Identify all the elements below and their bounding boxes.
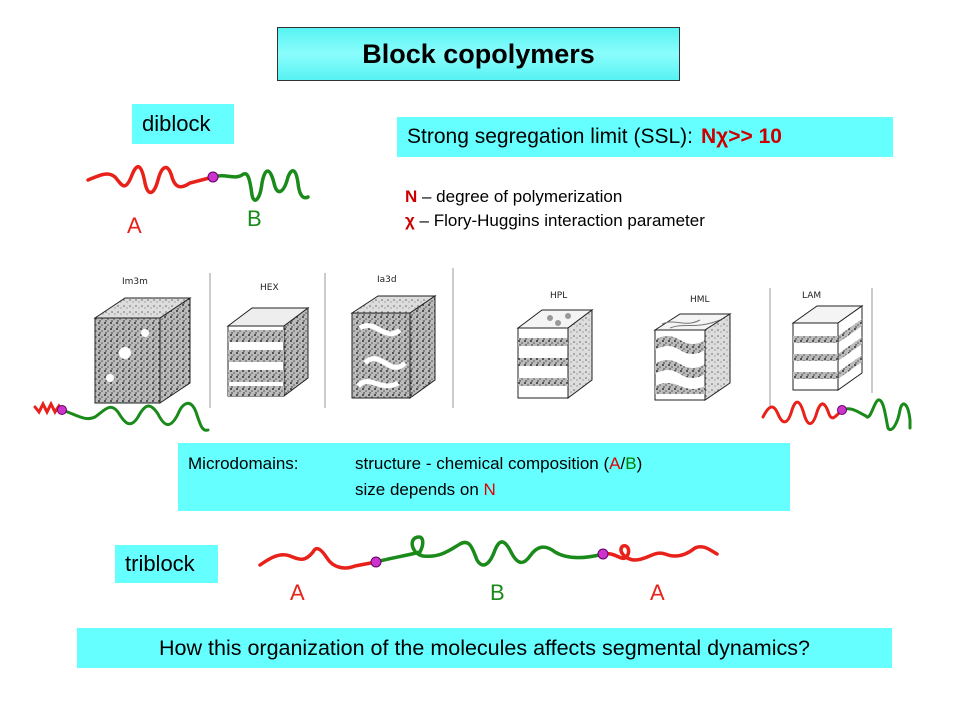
diblock-block-b — [211, 169, 310, 202]
label-ia3d: Ia3d — [377, 275, 397, 285]
ssl-condition: Nχ>> 10 — [700, 125, 782, 148]
label-im3m: Im3m — [122, 277, 148, 287]
diblock-block-a — [86, 164, 215, 195]
microdomains-sep: / — [620, 454, 626, 473]
ssl-box: Strong segregation limit (SSL): Nχ>> 10 — [397, 117, 893, 157]
microdomains-line2-pre: size depends on — [355, 480, 484, 499]
cube-hpl: HPL — [516, 291, 594, 399]
definition-chi-symbol: χ — [405, 211, 415, 230]
cube-hex: HEX — [226, 283, 310, 397]
asymmetric-diblock-right — [761, 398, 912, 431]
label-hpl: HPL — [550, 291, 567, 301]
microdomains-line1-post: ) — [636, 454, 643, 473]
diblock-chain-diagram — [86, 164, 310, 202]
cube-im3m: Im3m — [93, 277, 192, 404]
definition-n-text: – degree of polymerization — [417, 187, 623, 206]
microdomains-label: Microdomains: — [188, 454, 299, 473]
label-hex: HEX — [260, 283, 279, 293]
triblock-letter-a1: A — [290, 580, 305, 605]
definition-chi-text: – Flory-Huggins interaction parameter — [414, 211, 705, 230]
triblock-label: triblock — [125, 551, 195, 576]
microdomains-line1-pre: structure - chemical composition ( — [355, 454, 610, 473]
asymmetric-diblock-left — [33, 400, 210, 432]
microdomains-line2: size depends on N — [355, 477, 780, 503]
triblock-letter-b: B — [490, 580, 505, 605]
label-hml: HML — [690, 295, 710, 305]
cube-lam: LAM — [791, 291, 864, 391]
definition-n: N – degree of polymerization — [405, 185, 705, 209]
triblock-junction-2 — [597, 548, 609, 560]
title-text: Block copolymers — [362, 38, 595, 69]
microdomains-n: N — [483, 480, 496, 499]
page-title: Block copolymers — [277, 27, 680, 81]
microdomains-line1: structure - chemical composition (A/B) — [355, 451, 780, 477]
diblock-label-box: diblock — [132, 104, 234, 144]
label-lam: LAM — [802, 291, 821, 301]
definition-n-symbol: N — [405, 187, 418, 206]
cube-ia3d: Ia3d — [350, 275, 437, 399]
microdomains-box: Microdomains: structure - chemical compo… — [178, 443, 790, 511]
diblock-letter-a: A — [127, 213, 142, 238]
question-text: How this organization of the molecules a… — [159, 635, 810, 660]
triblock-chain-diagram — [258, 535, 719, 570]
triblock-junction-1 — [370, 556, 382, 568]
triblock-letter-a2: A — [650, 580, 665, 605]
diblock-junction — [207, 171, 219, 183]
definitions: N – degree of polymerization χ – Flory-H… — [405, 185, 705, 233]
triblock-label-box: triblock — [115, 545, 218, 583]
microdomains-a: A — [609, 454, 621, 473]
diblock-letter-b: B — [247, 206, 262, 231]
microdomains-b: B — [625, 454, 637, 473]
diblock-label: diblock — [142, 111, 211, 136]
question-box: How this organization of the molecules a… — [77, 628, 892, 668]
ssl-prefix: Strong segregation limit (SSL): — [407, 125, 693, 148]
triblock-block-a2 — [601, 544, 719, 562]
triblock-block-b — [374, 535, 605, 567]
morphology-panel: Im3m HEX Ia3d HPL HML — [93, 268, 873, 408]
cube-hml: HML — [653, 295, 732, 401]
definition-chi: χ – Flory-Huggins interaction parameter — [405, 209, 705, 233]
triblock-block-a1 — [258, 546, 378, 570]
